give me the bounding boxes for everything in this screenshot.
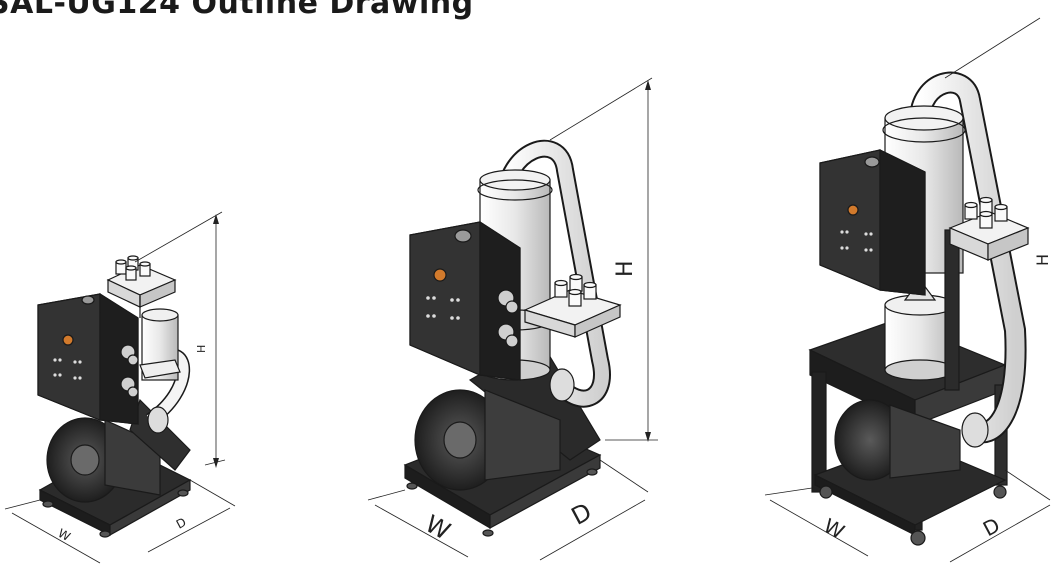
dim-d-medium: D — [567, 497, 596, 530]
dim-w-large: W — [820, 513, 849, 544]
dim-h-small: H — [195, 345, 208, 353]
dim-w-small: W — [56, 526, 73, 544]
dim-d-small: D — [174, 515, 189, 532]
dim-d-large: D — [979, 513, 1004, 541]
dim-h-large: H — [1033, 254, 1052, 266]
dim-w-medium: W — [421, 510, 455, 546]
page-title: SAL-UG124 Outline Drawing — [0, 0, 474, 21]
dim-h-medium: H — [613, 260, 638, 277]
machine-large — [764, 17, 1051, 563]
machine-small — [4, 211, 236, 564]
machine-medium — [367, 77, 658, 561]
